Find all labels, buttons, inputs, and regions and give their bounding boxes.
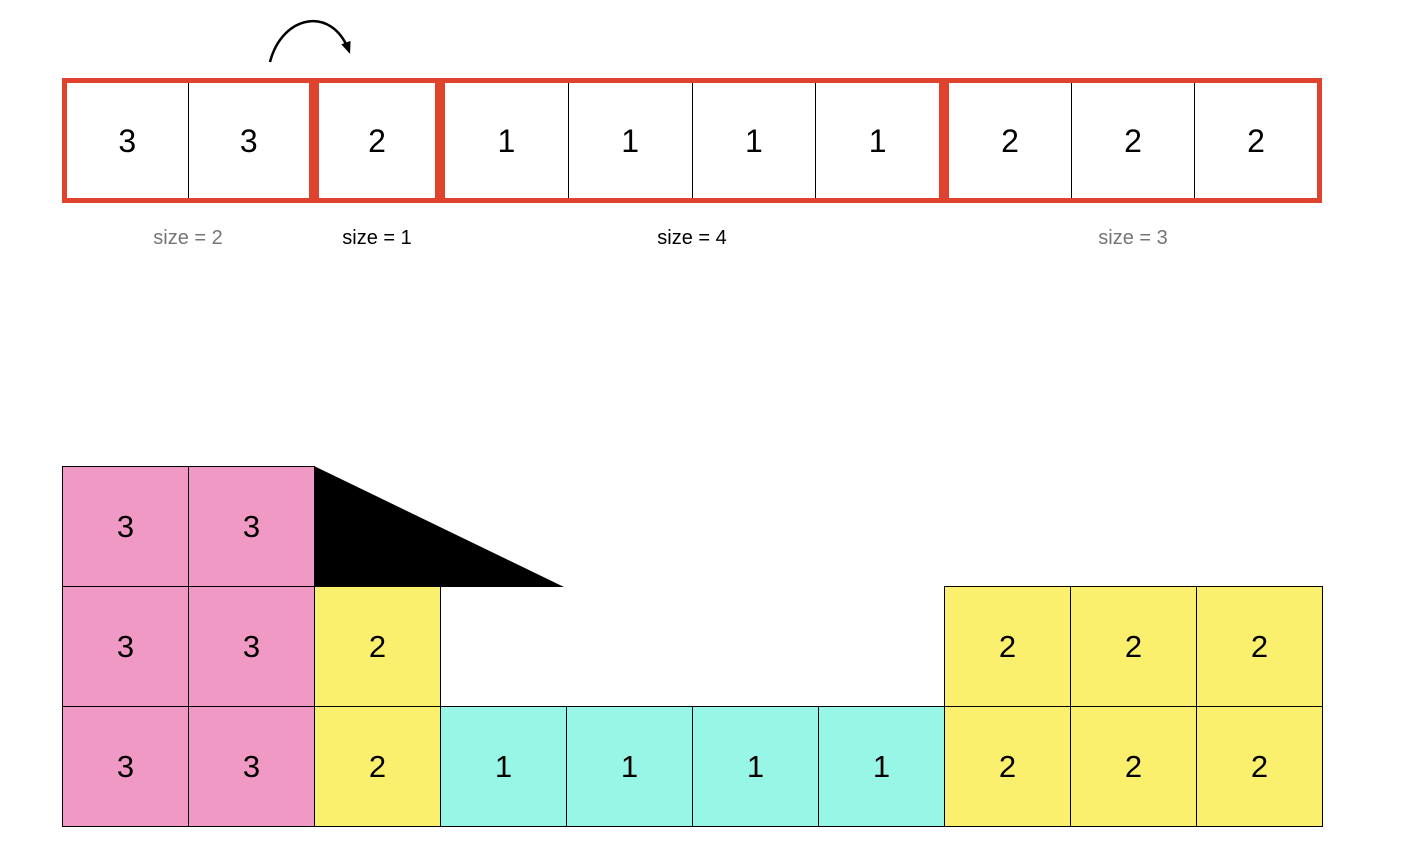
stack-cell: 2 — [315, 707, 440, 826]
array-cell: 3 — [187, 83, 310, 198]
array-group-size-3: 2 2 2 — [944, 78, 1322, 203]
array-cell: 1 — [567, 83, 692, 198]
stack-cell: 3 — [63, 467, 188, 586]
array-cell: 2 — [1071, 83, 1194, 198]
stack-block-two-left: 2 2 — [314, 586, 441, 827]
array-cell: 1 — [497, 122, 516, 159]
stack-cell: 3 — [189, 707, 314, 826]
array-cell: 1 — [691, 83, 816, 198]
stack-cell: 2 — [1071, 587, 1196, 706]
size-label: size = 4 — [657, 227, 727, 249]
stack-cell: 1 — [819, 707, 944, 826]
stack-cell: 1 — [441, 707, 566, 826]
stack-cell: 1 — [693, 707, 818, 826]
stack-block-ones: 1 1 1 1 — [440, 706, 945, 827]
array-cell: 2 — [1194, 83, 1317, 198]
stack-block-threes: 3 3 3 3 3 3 — [62, 466, 315, 827]
slide-down-triangle-icon — [314, 466, 564, 587]
stack-cell: 3 — [189, 587, 314, 706]
array-cell: 1 — [815, 83, 939, 198]
stack-cell: 2 — [315, 587, 440, 706]
stack-cell: 1 — [567, 707, 692, 826]
stack-cell: 3 — [189, 467, 314, 586]
array-cell: 2 — [368, 122, 386, 159]
array-group-size-2: 3 3 — [62, 78, 314, 203]
array-group-size-1: 2 — [314, 78, 440, 203]
array-cell: 3 — [118, 122, 137, 159]
stack-cell: 3 — [63, 587, 188, 706]
stack-cell: 3 — [63, 707, 188, 826]
stack-cell: 2 — [1197, 707, 1322, 826]
curved-move-arrow-icon — [268, 19, 351, 63]
array-cell: 2 — [1001, 122, 1019, 159]
size-label: size = 1 — [342, 227, 412, 249]
size-label: size = 2 — [153, 227, 223, 249]
stack-cell: 2 — [945, 587, 1070, 706]
stack-cell: 2 — [945, 707, 1070, 826]
stack-block-twos-right: 2 2 2 2 2 2 — [944, 586, 1323, 827]
stack-cell: 2 — [1071, 707, 1196, 826]
stack-cell: 2 — [1197, 587, 1322, 706]
size-label: size = 3 — [1098, 227, 1168, 249]
array-group-size-4: 1 1 1 1 — [440, 78, 944, 203]
